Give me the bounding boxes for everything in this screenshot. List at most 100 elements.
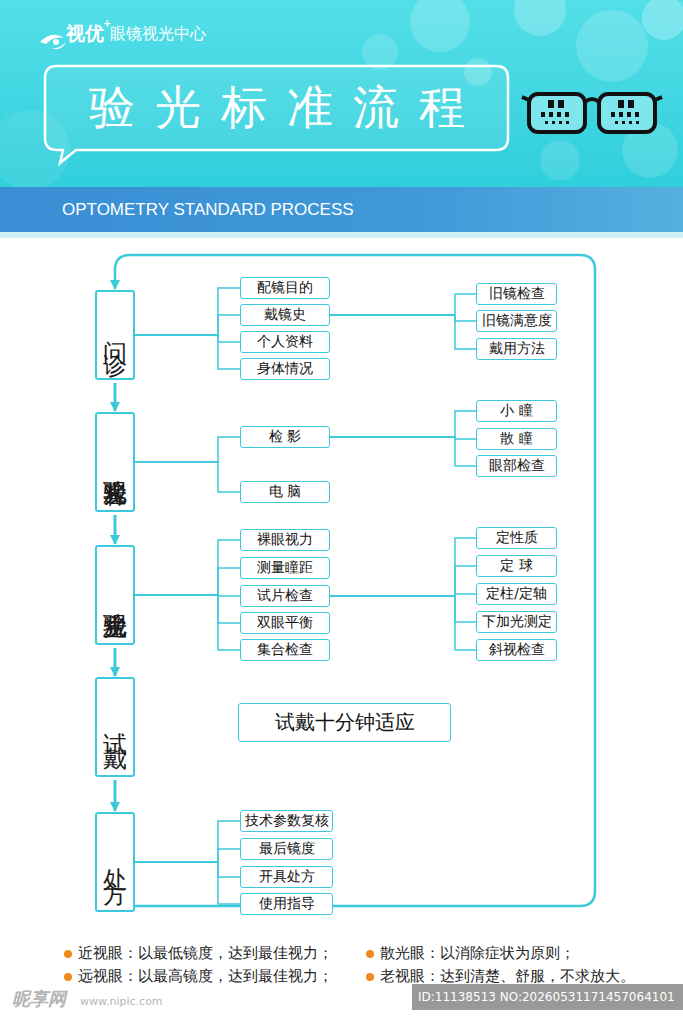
chart-mark: [627, 112, 631, 117]
connector-line: [135, 568, 240, 595]
chart-mark: [628, 100, 634, 108]
bokeh: [362, 34, 398, 70]
connector-line: [135, 849, 240, 862]
node-text: 最后镜度: [259, 842, 315, 856]
node-text: 定柱/定轴: [486, 587, 547, 601]
eye-chart: [541, 100, 639, 124]
detail-box: 定 球: [476, 555, 557, 577]
detail-box: 集合检查: [240, 639, 330, 661]
connector-line: [330, 315, 476, 321]
connector-line: [114, 648, 117, 676]
node-text: 问诊: [103, 321, 127, 349]
detail-box: 双眼平衡: [240, 612, 330, 634]
connector-line: [135, 540, 240, 595]
detail-box: 电 脑: [240, 481, 330, 503]
glasses-lens: [529, 94, 585, 132]
chart-mark: [557, 112, 561, 117]
chart-mark: [558, 100, 564, 108]
node-text: 测量瞳距: [257, 561, 313, 575]
chart-mark: [559, 121, 562, 124]
watermark-band: [412, 984, 683, 1010]
chart-mark: [566, 121, 569, 124]
detail-box: 散 瞳: [476, 428, 557, 450]
node-text: 定 球: [500, 559, 532, 573]
chart-mark: [615, 121, 618, 124]
detail-box: 旧镜检查: [476, 283, 557, 305]
node-text: 旧镜检查: [489, 287, 545, 301]
chart-mark: [545, 121, 548, 124]
bokeh: [642, 0, 683, 40]
node-text: 检 影: [269, 430, 301, 444]
detail-box: 戴用方法: [476, 338, 557, 360]
node-text: 眼部检查: [489, 459, 545, 473]
chart-mark: [549, 112, 553, 117]
connector-line: [114, 383, 117, 411]
connector-line: [135, 462, 240, 492]
node-text: 技术参数复核: [245, 814, 329, 828]
detail-box: 试片检查: [240, 585, 330, 607]
watermark: 昵享网: [12, 990, 66, 1008]
detail-box: 斜视检查: [476, 639, 557, 661]
rule-note: 散光眼：以消除症状为原则；: [380, 946, 575, 961]
detail-box: 开具处方: [240, 866, 333, 888]
note-box: 试戴十分钟适应: [238, 703, 451, 742]
connector-line: [135, 315, 240, 335]
logo-pupil: [53, 39, 59, 45]
node-text: 双眼平衡: [257, 616, 313, 630]
bokeh: [514, 0, 566, 36]
node-text: 小 瞳: [500, 404, 532, 418]
detail-box: 裸眼视力: [240, 529, 330, 551]
rule-note: 远视眼：以最高镜度，达到最佳视力；: [78, 969, 333, 984]
bokeh: [410, 0, 470, 52]
chart-mark: [548, 100, 554, 108]
bokeh-circles: [0, 0, 683, 190]
detail-box: 定性质: [476, 527, 557, 549]
detail-box: 检 影: [240, 426, 330, 448]
connector-line: [330, 538, 476, 596]
glasses-bridge: [585, 99, 599, 102]
step-box: 试戴: [95, 677, 135, 777]
node-text: 裸眼视力: [257, 533, 313, 547]
connector-line: [114, 515, 117, 544]
connector-line: [135, 595, 240, 623]
chart-mark: [552, 121, 555, 124]
bokeh: [576, 10, 648, 82]
detail-box: 技术参数复核: [240, 810, 333, 832]
connector-line: [135, 288, 240, 335]
detail-box: 戴镜史: [240, 304, 330, 326]
rule-note: 近视眼：以最低镜度，达到最佳视力；: [78, 946, 333, 961]
node-text: OPTOMETRY STANDARD PROCESS: [62, 200, 354, 220]
header-strip: [0, 232, 683, 238]
watermark-id: ID:11138513 NO:20260531171457064101: [418, 991, 675, 1003]
chart-mark: [565, 112, 569, 117]
detail-box: 旧镜满意度: [476, 310, 557, 332]
bokeh: [540, 140, 580, 180]
node-text: 个人资料: [257, 335, 313, 349]
connector-line: [135, 437, 240, 462]
logo-text: 视优: [66, 24, 104, 43]
chart-mark: [619, 112, 623, 117]
detail-box: 测量瞳距: [240, 557, 330, 579]
node-text: 定性质: [496, 531, 538, 545]
node-text: 戴用方法: [489, 342, 545, 356]
connector-line: [135, 335, 240, 342]
detail-box: 下加光测定: [476, 611, 557, 633]
chart-mark: [541, 112, 545, 117]
title-text: 验光标准流程: [45, 66, 508, 150]
connector-line: [114, 780, 117, 811]
detail-box: 最后镜度: [240, 838, 333, 860]
connector-line: [135, 595, 240, 596]
node-text: 旧镜满意度: [482, 314, 552, 328]
connector-line: [330, 294, 476, 315]
detail-box: 使用指导: [240, 893, 333, 915]
node-text: 斜视检查: [489, 643, 545, 657]
node-text: 使用指导: [259, 897, 315, 911]
chart-mark: [622, 121, 625, 124]
glasses-lens: [599, 94, 655, 132]
connector-line: [135, 335, 240, 369]
connector-line: [330, 596, 476, 622]
header-band: OPTOMETRY STANDARD PROCESS: [0, 187, 683, 232]
node-text: 开具处方: [259, 870, 315, 884]
header-background: [0, 0, 683, 187]
bullet: [64, 950, 72, 958]
